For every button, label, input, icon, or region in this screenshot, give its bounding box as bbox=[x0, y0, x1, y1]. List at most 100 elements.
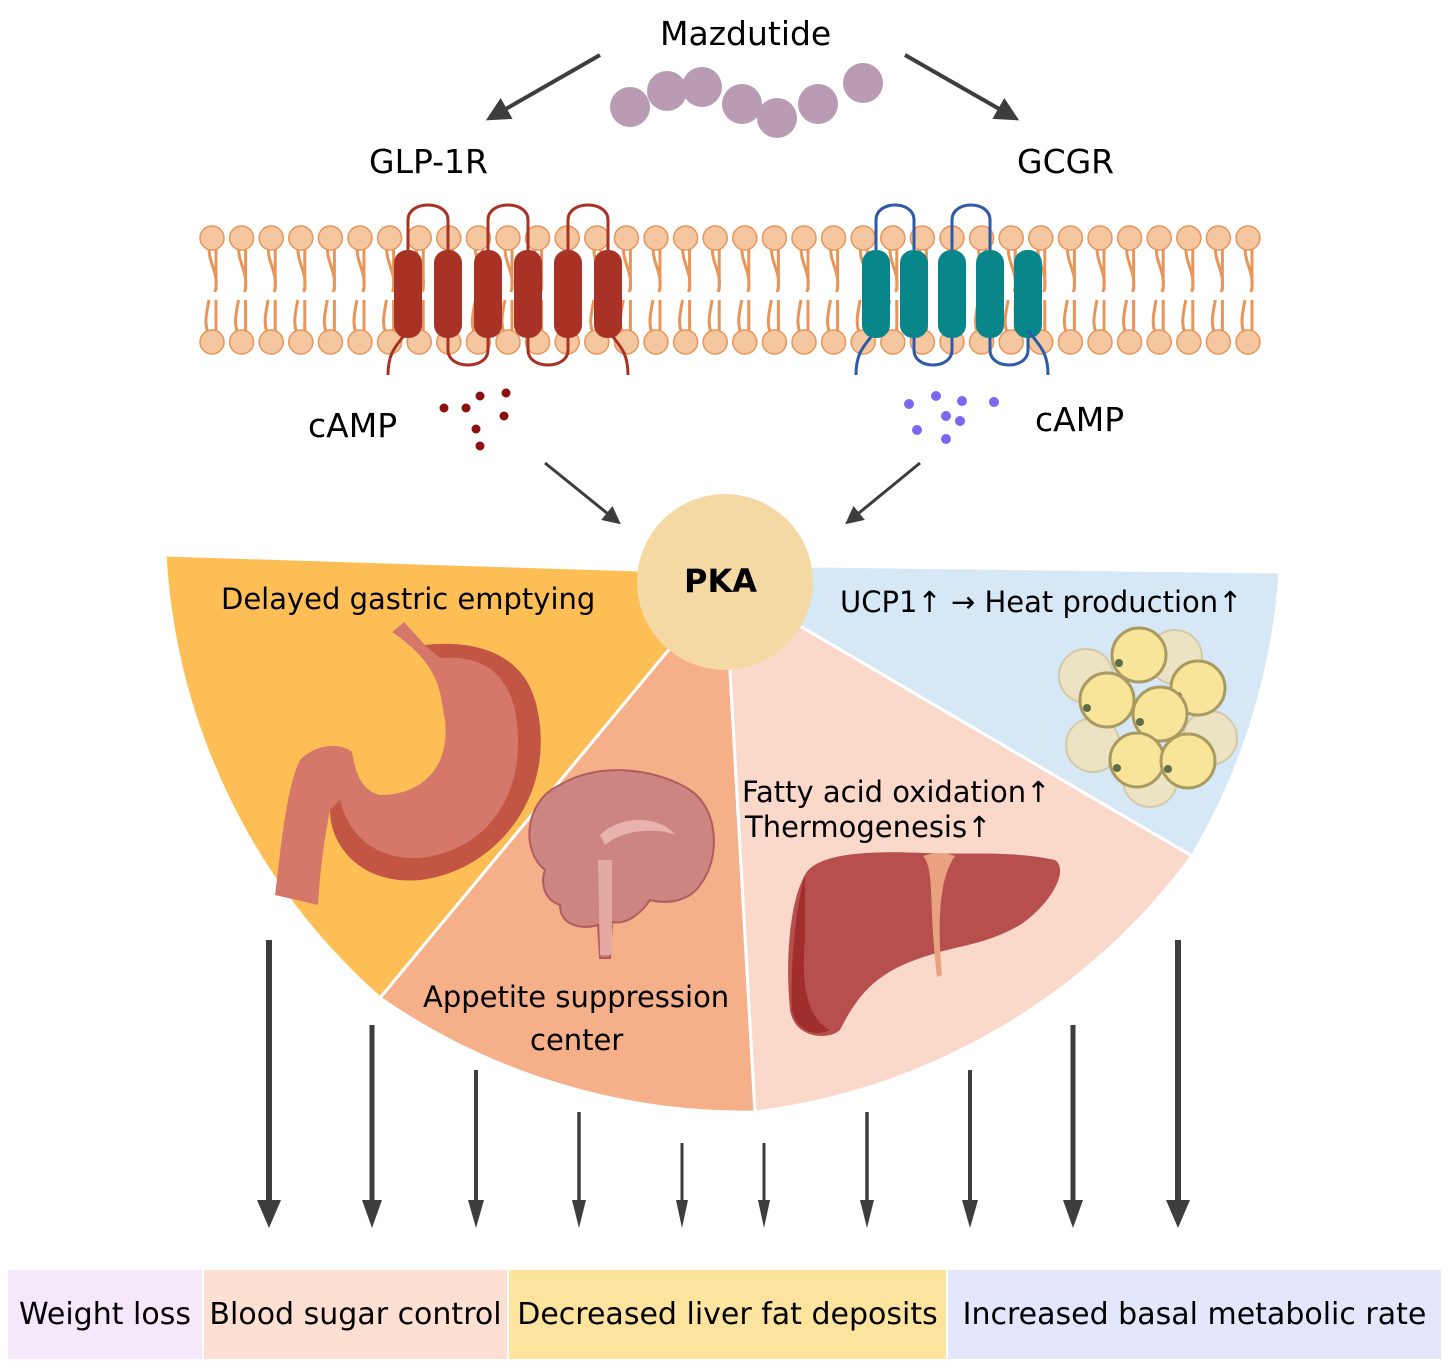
lipid-head bbox=[258, 225, 284, 251]
sector-label-appetite-2: center bbox=[530, 1023, 624, 1057]
lipid-tail bbox=[1240, 247, 1254, 336]
glp1r-receptor-icon bbox=[386, 203, 630, 376]
gcgr-receptor-icon bbox=[854, 203, 1050, 376]
lipid-head bbox=[199, 329, 225, 355]
outcome-arrow-head bbox=[962, 1200, 978, 1228]
lipid-tail bbox=[1122, 247, 1136, 336]
receptor-label-glp1r: GLP-1R bbox=[369, 142, 488, 181]
drug-name: Mazdutide bbox=[660, 14, 832, 53]
receptor-tail bbox=[1026, 329, 1050, 376]
lipid-head bbox=[288, 225, 314, 251]
lipid-head bbox=[228, 225, 255, 251]
outcome-blood-sugar: Blood sugar control bbox=[204, 1270, 509, 1359]
lipid-head bbox=[317, 225, 344, 251]
peptide-bead bbox=[722, 84, 762, 124]
lipid-tail bbox=[322, 247, 337, 336]
lipid-head bbox=[1176, 225, 1202, 251]
lipid-head bbox=[1087, 329, 1113, 355]
lipid-tail bbox=[1003, 247, 1017, 336]
transmembrane-helix bbox=[862, 250, 890, 338]
outcome-metabolic-rate: Increased basal metabolic rate bbox=[948, 1270, 1441, 1359]
lipid-head bbox=[288, 329, 314, 355]
outcome-arrow-head bbox=[1063, 1200, 1083, 1228]
lipid-tail bbox=[737, 247, 751, 336]
lipid-head bbox=[1057, 329, 1084, 355]
lipid-head bbox=[880, 329, 906, 355]
lipid-head bbox=[584, 225, 610, 251]
lipid-head bbox=[495, 225, 521, 251]
camp-molecule bbox=[904, 399, 914, 409]
sector-label-liver-1: Fatty acid oxidation↑ bbox=[742, 775, 1051, 809]
peptide-bead bbox=[610, 87, 650, 127]
adipocyte bbox=[1110, 626, 1168, 684]
camp-molecule bbox=[439, 403, 449, 413]
sector-label-liver-2: Thermogenesis↑ bbox=[745, 810, 992, 844]
peptide-bead bbox=[757, 98, 797, 138]
lipid-head bbox=[376, 225, 403, 251]
outcome-arrow-head bbox=[468, 1200, 484, 1228]
sector-label-appetite-1: Appetite suppression bbox=[423, 980, 730, 1014]
camp-molecule bbox=[989, 397, 999, 407]
transmembrane-helix bbox=[474, 250, 502, 338]
peptide-bead bbox=[647, 71, 687, 111]
mazdutide-peptide-icon bbox=[610, 63, 883, 138]
lipid-head bbox=[909, 225, 936, 251]
lipid-head bbox=[495, 329, 521, 355]
adipocyte-nucleus bbox=[1083, 704, 1091, 712]
lipid-head bbox=[524, 225, 551, 251]
lipid-head bbox=[761, 329, 788, 355]
outcome-arrow-head bbox=[1166, 1200, 1190, 1228]
lipid-head bbox=[732, 225, 758, 251]
stomach-icon bbox=[275, 622, 541, 905]
lipid-tail bbox=[648, 247, 662, 336]
peptide-bead bbox=[843, 63, 883, 103]
lipid-tail bbox=[1210, 247, 1225, 336]
camp-dots-glp1r bbox=[439, 388, 511, 451]
camp-molecule bbox=[501, 388, 511, 398]
lipid-head bbox=[1116, 225, 1143, 251]
transmembrane-helix bbox=[976, 250, 1004, 338]
lipid-head bbox=[258, 329, 284, 355]
lipid-head bbox=[317, 329, 344, 355]
lipid-tail bbox=[293, 247, 307, 336]
adipocyte-nucleus bbox=[1113, 764, 1121, 772]
camp-molecule bbox=[475, 391, 485, 401]
camp-molecule bbox=[461, 403, 471, 413]
lipid-tail bbox=[204, 247, 218, 336]
peptide-bead bbox=[682, 67, 722, 107]
camp-molecule bbox=[941, 411, 951, 421]
outcome-arrow-head bbox=[572, 1200, 586, 1228]
lipid-tail bbox=[766, 247, 781, 336]
lipid-head bbox=[199, 225, 225, 251]
receptor-loop bbox=[854, 203, 1030, 376]
adipocytes-icon bbox=[1058, 626, 1238, 808]
lipid-head bbox=[643, 225, 669, 251]
lipid-tail bbox=[1062, 247, 1077, 336]
lipid-tail bbox=[707, 247, 721, 336]
outcome-arrow-head bbox=[758, 1200, 770, 1228]
adipocyte bbox=[1108, 731, 1166, 789]
transmembrane-helix bbox=[594, 250, 622, 338]
lipid-head bbox=[702, 329, 728, 355]
lipid-tail bbox=[796, 247, 810, 336]
lipid-head bbox=[1176, 329, 1202, 355]
lipid-head bbox=[702, 225, 728, 251]
outcome-arrow-head bbox=[362, 1200, 382, 1228]
sector-label-gastric: Delayed gastric emptying bbox=[221, 582, 596, 616]
transmembrane-helix bbox=[514, 250, 542, 338]
camp-molecule bbox=[941, 434, 951, 444]
outcome-arrow-head bbox=[676, 1200, 688, 1228]
lipid-tail bbox=[678, 247, 692, 336]
lipid-head bbox=[465, 225, 492, 251]
receptor-tail bbox=[606, 329, 630, 376]
lipid-head bbox=[347, 329, 373, 355]
lipid-head bbox=[643, 329, 669, 355]
transmembrane-helix bbox=[938, 250, 966, 338]
adipocyte-nucleus bbox=[1164, 765, 1172, 773]
pka-hub bbox=[637, 494, 813, 670]
lipid-head bbox=[228, 329, 255, 355]
sector-label-adipose: UCP1↑ → Heat production↑ bbox=[840, 585, 1243, 619]
lipid-head bbox=[761, 225, 788, 251]
lipid-head bbox=[406, 225, 432, 251]
camp-to-pka-arrow-right bbox=[845, 461, 921, 525]
